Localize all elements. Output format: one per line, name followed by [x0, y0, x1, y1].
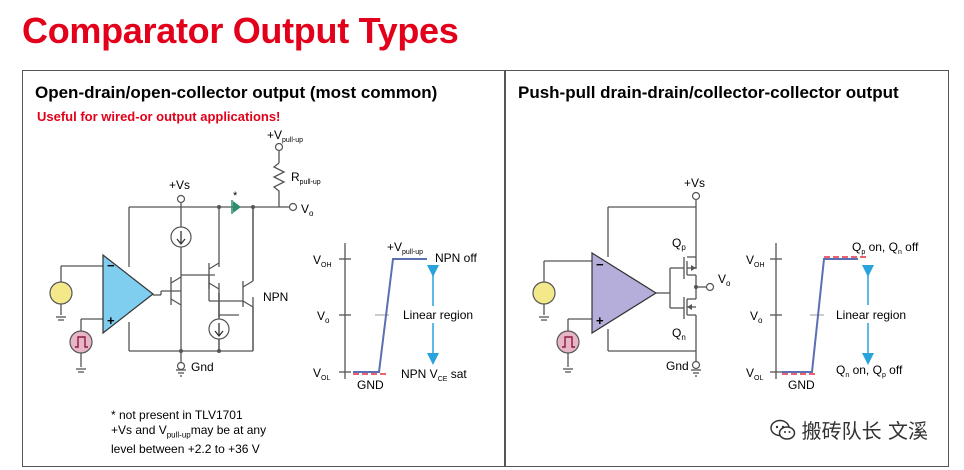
label-gnd: Gnd — [191, 360, 214, 374]
pulse-source-icon — [69, 330, 93, 354]
graph-label-vo: Vo — [317, 309, 330, 325]
comparator-plus: + — [107, 313, 115, 328]
push-pull-panel: +Vs Qp Qn Vo Gnd − + VOH Vo VOL Qp on, Q… — [505, 70, 949, 467]
label-vpullup: +Vpull-up — [267, 128, 303, 144]
graph-label-gnd: GND — [357, 378, 384, 392]
push-pull-title: Push-pull drain-drain/collector-collecto… — [518, 83, 899, 102]
diode-icon — [233, 201, 241, 213]
footnote: * not present in TLV1701 +Vs and Vpull-u… — [111, 408, 267, 457]
graph-label-voh: VOH — [746, 253, 765, 269]
comparator-left — [102, 253, 154, 335]
graph-label-bottom: Qn on, Qp off — [836, 363, 903, 379]
graph-label-npn-off: NPN off — [435, 251, 477, 265]
voltage-source-icon — [49, 281, 73, 305]
graph-label-vo: Vo — [750, 309, 763, 325]
graph-label-top: +Vpull-up — [387, 240, 423, 256]
watermark: 搬砖队长 文溪 — [769, 415, 928, 444]
comparator-right — [591, 251, 658, 335]
label-qp: Qp — [672, 236, 686, 252]
page-title: Comparator Output Types — [22, 10, 459, 51]
open-drain-title: Open-drain/open-collector output (most c… — [35, 83, 438, 102]
open-drain-circuit: +Vpull-up Rpull-up Vo +Vs * NPN Gnd − + … — [49, 128, 477, 392]
label-rpullup: Rpull-up — [291, 170, 321, 186]
open-drain-subtitle: Useful for wired-or output applications! — [37, 109, 281, 124]
watermark-text: 搬砖队长 文溪 — [801, 419, 928, 443]
label-npn: NPN — [263, 290, 288, 304]
graph-label-vol: VOL — [746, 366, 763, 382]
graph-label-linear: Linear region — [836, 308, 906, 322]
output-graph-right: VOH Vo VOL Qp on, Qn off Linear region Q… — [746, 240, 919, 392]
label-qn: Qn — [672, 326, 686, 342]
comparator-plus: + — [596, 313, 604, 328]
graph-label-vol: VOL — [313, 366, 330, 382]
output-graph-left: VOH Vo VOL +Vpull-up NPN off Linear regi… — [313, 240, 477, 392]
graph-label-gnd: GND — [788, 378, 815, 392]
label-vs: +Vs — [169, 178, 190, 192]
graph-label-top: Qp on, Qn off — [852, 240, 919, 256]
pulse-source-icon — [556, 330, 580, 354]
label-star: * — [233, 190, 238, 202]
voltage-source-icon — [532, 281, 556, 305]
comparator-minus: − — [596, 257, 604, 272]
graph-label-linear: Linear region — [403, 308, 473, 322]
open-drain-panel: +Vpull-up Rpull-up Vo +Vs * NPN Gnd − + … — [22, 70, 505, 467]
label-vo: Vo — [718, 272, 731, 288]
label-vs: +Vs — [684, 176, 705, 190]
label-vo: Vo — [301, 202, 314, 218]
wechat-icon — [769, 419, 795, 440]
graph-label-npn-sat: NPN VCE sat — [401, 367, 467, 383]
comparator-minus: − — [107, 258, 115, 273]
label-gnd: Gnd — [666, 359, 689, 373]
graph-label-voh: VOH — [313, 253, 332, 269]
push-pull-circuit: +Vs Qp Qn Vo Gnd − + VOH Vo VOL Qp on, Q… — [532, 176, 919, 392]
